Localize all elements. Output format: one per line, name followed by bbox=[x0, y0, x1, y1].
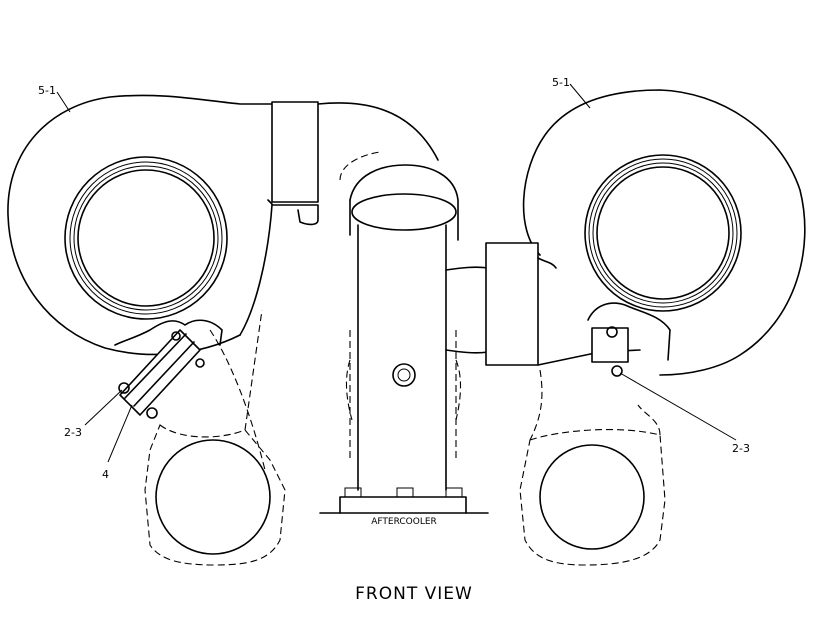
aftercooler-pipe bbox=[339, 151, 489, 491]
callout-right-bolt: 2-3 bbox=[732, 442, 750, 455]
left-turbo-outlet-flange bbox=[271, 101, 319, 203]
left-turbocharger bbox=[7, 94, 439, 356]
left-bolt-head bbox=[118, 382, 130, 394]
callout-left-turbo: 5-1 bbox=[38, 84, 56, 97]
left-lower-port bbox=[155, 439, 271, 555]
left-lower-housing bbox=[144, 309, 286, 566]
left-clamp-assembly bbox=[114, 319, 223, 419]
left-turbo-inlet bbox=[77, 169, 215, 307]
right-clamp-assembly bbox=[587, 302, 671, 377]
view-title: FRONT VIEW bbox=[355, 584, 473, 604]
callout-left-clamp: 4 bbox=[102, 468, 109, 481]
aftercooler-base: AFTERCOOLER bbox=[319, 487, 489, 527]
callout-leaders bbox=[56, 83, 737, 463]
right-bolt-head bbox=[611, 365, 623, 377]
callout-right-turbo: 5-1 bbox=[552, 76, 570, 89]
right-turbo-inlet bbox=[596, 166, 730, 300]
right-lower-port bbox=[539, 444, 645, 550]
aftercooler-label: AFTERCOOLER bbox=[371, 517, 437, 527]
left-turbo-outer-ring bbox=[64, 156, 228, 320]
pipe-center-bolt bbox=[392, 363, 416, 387]
callout-left-bolt: 2-3 bbox=[64, 426, 82, 439]
right-clamp bbox=[591, 327, 629, 363]
right-turbocharger bbox=[485, 89, 806, 376]
left-clamp bbox=[119, 329, 201, 416]
right-lower-housing bbox=[519, 369, 666, 566]
right-turbo-outlet-flange bbox=[485, 242, 539, 366]
right-turbo-outer-ring bbox=[584, 154, 742, 312]
